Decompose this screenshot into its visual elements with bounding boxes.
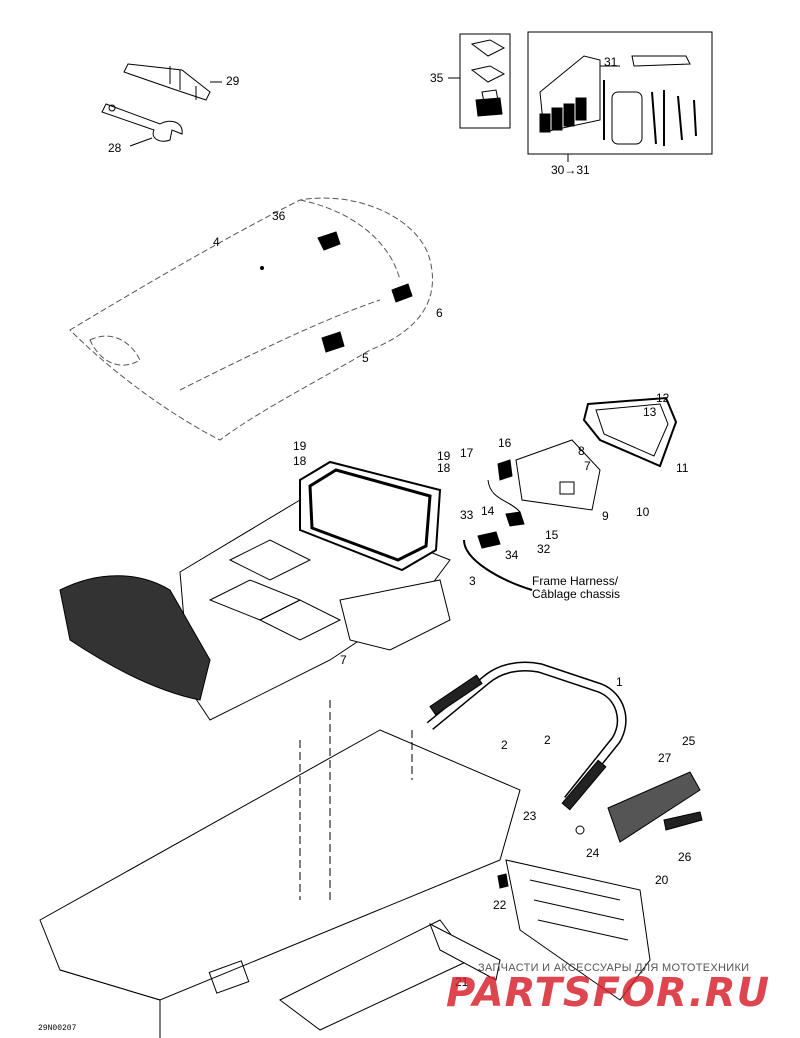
callout-2-right: 2 <box>544 733 551 747</box>
callout-19-right: 19 <box>437 449 451 463</box>
watermark-caption: ЗАПЧАСТИ И АКСЕССУАРЫ ДЛЯ МОТОТЕХНИКИ <box>478 962 750 974</box>
callout-8: 8 <box>578 444 585 458</box>
callout-18-left: 18 <box>293 454 307 468</box>
callout-1: 1 <box>616 675 623 689</box>
callout-27: 27 <box>658 751 672 765</box>
callout-14: 14 <box>481 504 495 518</box>
callout-35: 35 <box>430 71 444 85</box>
callout-7-top: 7 <box>584 459 591 473</box>
callout-20: 20 <box>655 873 669 887</box>
bracket-29-drawing <box>123 63 222 101</box>
tunnel-body-drawing <box>39 700 521 1038</box>
callout-33: 33 <box>460 508 474 522</box>
spanner-28-drawing <box>101 103 183 147</box>
callout-18-right: 18 <box>437 461 451 475</box>
callout-6: 6 <box>436 306 443 320</box>
frame-harness-line1: Frame Harness/ <box>532 574 619 588</box>
watermark-logo: PARTSFOR.RU <box>446 970 771 1016</box>
callout-12: 12 <box>656 391 670 405</box>
callout-11: 11 <box>676 461 689 475</box>
taillight-assembly <box>463 396 678 591</box>
drawing-code: 29N00207 <box>38 1024 77 1033</box>
callout-10: 10 <box>636 505 650 519</box>
callout-13: 13 <box>643 405 657 419</box>
callout-5: 5 <box>362 351 369 365</box>
callout-21: 21 <box>455 975 469 989</box>
callout-31: 31 <box>604 55 618 69</box>
callout-24: 24 <box>586 846 600 860</box>
callout-28: 28 <box>108 141 122 155</box>
seat-fasteners <box>260 231 413 353</box>
seat-base-3-drawing <box>59 460 451 721</box>
callout-7-bottom: 7 <box>340 653 347 667</box>
callout-25: 25 <box>682 734 696 748</box>
callout-26: 26 <box>678 850 692 864</box>
callout-36: 36 <box>272 209 286 223</box>
callout-9: 9 <box>602 509 609 523</box>
seat-4-drawing <box>69 197 433 441</box>
callout-29: 29 <box>226 74 240 88</box>
watermark: ЗАПЧАСТИ И АКСЕССУАРЫ ДЛЯ МОТОТЕХНИКИ PA… <box>438 962 798 1038</box>
frame-harness-line2: Câblage chassis <box>532 586 621 601</box>
callout-30-31: 30→31 <box>551 163 590 177</box>
callout-17: 17 <box>460 446 474 460</box>
rear-flap-20-drawing <box>429 771 703 1001</box>
callout-19-left: 19 <box>293 439 307 453</box>
callout-4: 4 <box>213 235 220 249</box>
callout-22: 22 <box>493 898 507 912</box>
callout-15: 15 <box>545 528 559 542</box>
callout-23: 23 <box>523 809 537 823</box>
callout-34: 34 <box>505 548 519 562</box>
tool-kit-box <box>527 31 713 162</box>
callout-32: 32 <box>537 542 551 556</box>
callout-16: 16 <box>498 436 512 450</box>
part-35-box <box>448 33 511 129</box>
callout-2-left: 2 <box>501 738 508 752</box>
grab-handle-1-drawing <box>426 661 627 811</box>
frame-harness-note: Frame Harness/ Câblage chassis <box>532 575 620 600</box>
callout-3: 3 <box>469 574 476 588</box>
